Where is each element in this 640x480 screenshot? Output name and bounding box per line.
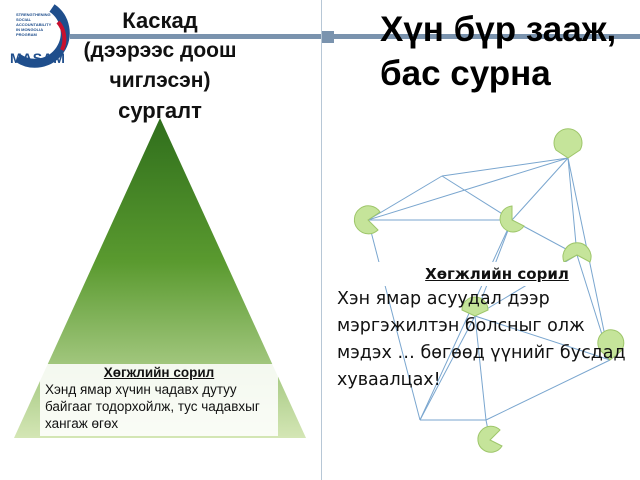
network-node-icon [553, 128, 583, 159]
network-node-icon [477, 425, 503, 453]
left-title-line2: (дээрээс доош чиглэсэн) [83, 39, 237, 92]
logo-ring-icon [15, 4, 70, 68]
left-challenge-box: Хөгжлийн сорил Хэнд ямар хүчин чадавх ду… [40, 364, 278, 436]
right-title: Хүн бүр зааж, бас сурна [380, 10, 617, 93]
center-divider [321, 0, 322, 480]
header-bar [70, 34, 640, 39]
network-node-icon [499, 205, 525, 233]
network-node-icon [562, 242, 592, 263]
pyramid-shape [14, 118, 306, 438]
network-node-icon [597, 329, 625, 361]
header-bar-marker [322, 31, 334, 43]
network-node-icon [461, 296, 489, 317]
left-title-line1: Каскад [122, 8, 198, 33]
network-node-icon [353, 205, 381, 235]
network-nodes [353, 128, 625, 453]
left-box-body: Хэнд ямар хүчин чадавх дутуу байгааг тод… [45, 382, 260, 431]
left-title: Каскад (дээрээс доош чиглэсэн) сургалт [40, 6, 280, 126]
logo-word: MASAM [10, 50, 66, 66]
right-challenge-box: Хөгжлийн сорил Хэн ямар асуудал дээр мэр… [337, 262, 627, 394]
left-title-line3: сургалт [118, 98, 202, 123]
logo-tagline: STRENGTHENING SOCIAL ACCOUNTABILITY IN M… [16, 12, 52, 37]
right-box-body: Хэн ямар асуудал дээр мэргэжилтэн болсны… [337, 289, 626, 390]
left-box-header: Хөгжлийн сорил [103, 365, 215, 380]
right-box-header: Хөгжлийн сорил [337, 262, 577, 286]
masam-logo: STRENGTHENING SOCIAL ACCOUNTABILITY IN M… [4, 2, 76, 72]
